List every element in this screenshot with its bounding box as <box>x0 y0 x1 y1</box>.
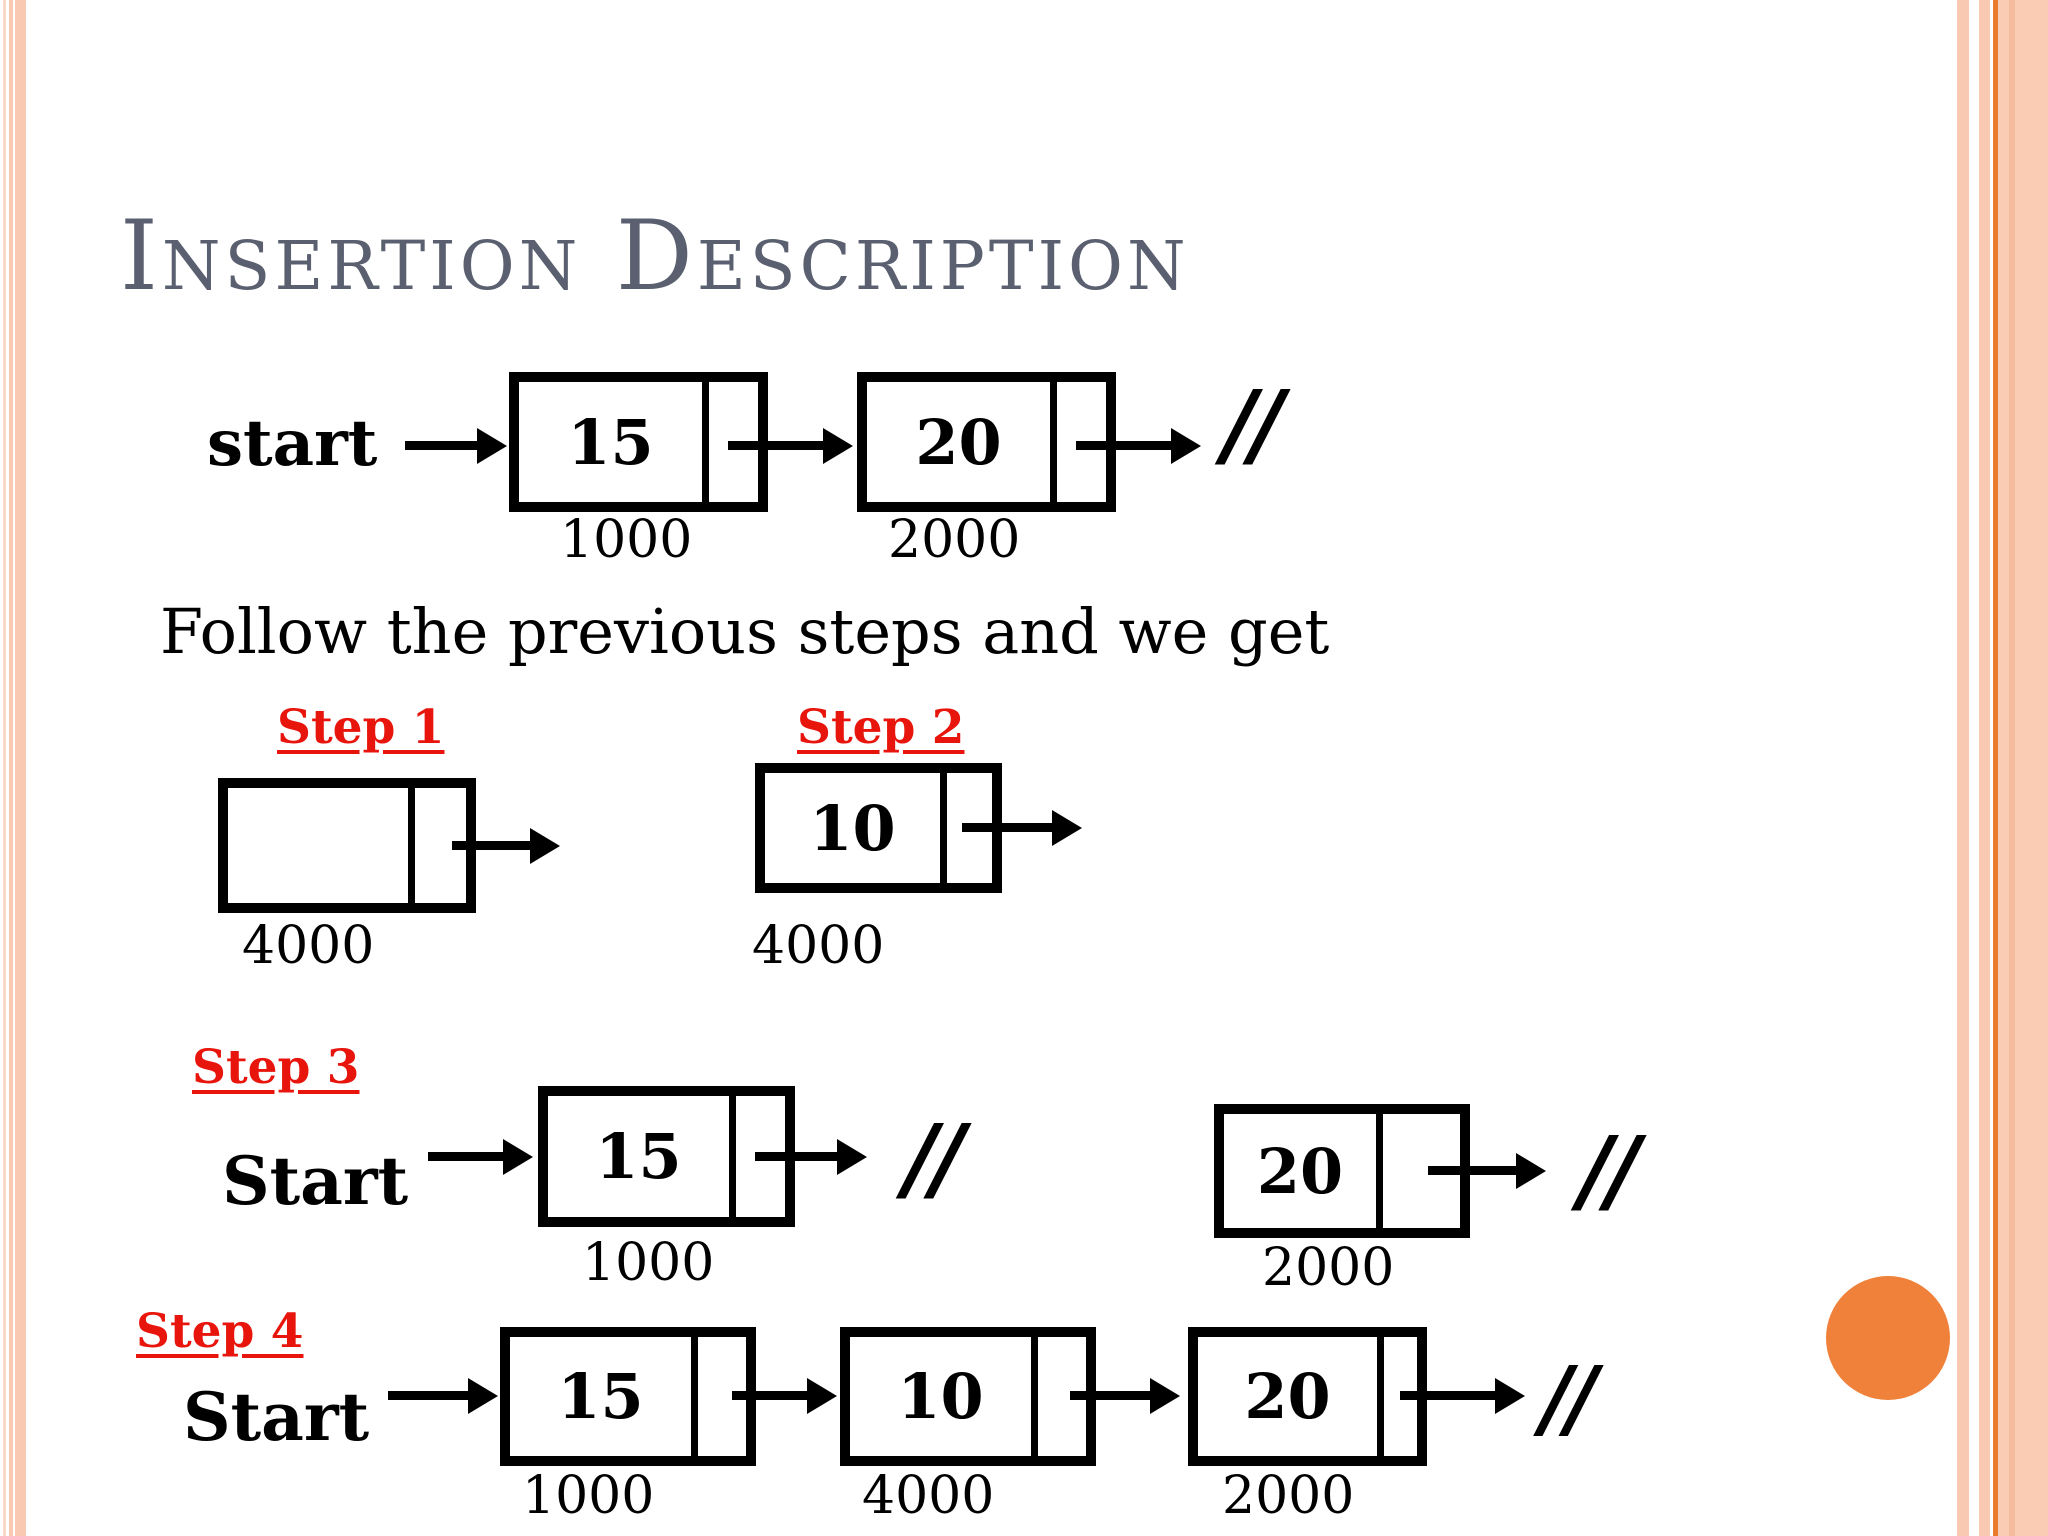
address-label: 1000 <box>560 510 693 570</box>
list-node: 20 <box>857 372 1116 512</box>
address-label: 4000 <box>752 916 885 976</box>
accent-circle <box>1826 1276 1950 1400</box>
list-node: 10 <box>755 763 1002 893</box>
address-label: 2000 <box>1262 1238 1395 1298</box>
left-border-stripe <box>15 0 26 1536</box>
null-marker: // <box>1222 370 1283 478</box>
arrow-start-to-node <box>405 441 477 450</box>
node-value: 15 <box>595 1120 682 1193</box>
step4-label: Step 4 <box>136 1304 304 1359</box>
node-value: 10 <box>897 1360 984 1433</box>
right-border-band-stripe <box>2009 0 2015 1536</box>
null-marker: // <box>1540 1348 1597 1449</box>
address-label: 1000 <box>522 1466 655 1526</box>
arrow-start-to-node <box>388 1391 468 1400</box>
arrow-node-to-null <box>755 1152 837 1161</box>
node-value: 15 <box>567 405 654 479</box>
start-pointer-label: Start <box>222 1142 409 1220</box>
right-border-stripe <box>1957 0 1969 1536</box>
address-label: 4000 <box>242 916 375 976</box>
list-node <box>218 778 476 913</box>
node-value <box>228 788 408 903</box>
step3-label: Step 3 <box>192 1040 360 1095</box>
node-value: 20 <box>915 405 1002 479</box>
start-pointer-label: Start <box>183 1378 370 1456</box>
intro-text: Follow the previous steps and we get <box>160 595 1330 668</box>
address-label: 1000 <box>582 1233 715 1293</box>
null-marker: // <box>903 1104 964 1212</box>
arrow-node-to-null <box>1400 1391 1495 1400</box>
list-node: 20 <box>1188 1327 1427 1466</box>
list-node: 15 <box>509 372 768 512</box>
arrow-start-to-node <box>428 1152 503 1161</box>
node-pointer-cell <box>1031 1337 1086 1456</box>
right-border-band <box>1998 0 2048 1536</box>
node-pointer-cell <box>408 788 466 903</box>
step1-label: Step 1 <box>277 700 445 755</box>
address-label: 4000 <box>862 1466 995 1526</box>
arrow-node-to-node <box>732 1391 807 1400</box>
node-value: 10 <box>809 791 896 865</box>
address-label: 2000 <box>888 510 1021 570</box>
address-label: 2000 <box>1222 1466 1355 1526</box>
node-value: 15 <box>557 1360 644 1433</box>
list-node: 10 <box>840 1327 1096 1466</box>
arrow-node-to-node <box>728 441 823 450</box>
node-pointer-cell <box>1050 382 1106 502</box>
null-marker: // <box>1578 1116 1639 1224</box>
arrow-node-to-node <box>1070 1391 1150 1400</box>
arrow-node-to-null <box>1076 441 1171 450</box>
left-border-stripe <box>9 0 13 1536</box>
node-pointer-cell <box>1376 1114 1460 1228</box>
arrow-node-pointer <box>962 823 1052 832</box>
node-value: 20 <box>1244 1360 1331 1433</box>
list-node: 15 <box>500 1327 756 1466</box>
right-border-stripe <box>1979 0 1990 1536</box>
node-pointer-cell <box>1377 1337 1417 1456</box>
left-border-stripe <box>3 0 6 1536</box>
node-value: 20 <box>1256 1134 1344 1208</box>
node-pointer-cell <box>729 1096 785 1217</box>
step2-label: Step 2 <box>797 700 965 755</box>
right-border-stripe-dark <box>1993 0 1998 1536</box>
arrow-node-to-null <box>1428 1166 1516 1175</box>
arrow-node-pointer <box>452 841 530 850</box>
node-pointer-cell <box>691 1337 746 1456</box>
node-pointer-cell <box>940 773 992 883</box>
start-pointer-label: start <box>207 406 378 481</box>
node-pointer-cell <box>702 382 758 502</box>
list-node: 15 <box>538 1086 795 1227</box>
page-title: Insertion Description <box>120 200 1190 312</box>
